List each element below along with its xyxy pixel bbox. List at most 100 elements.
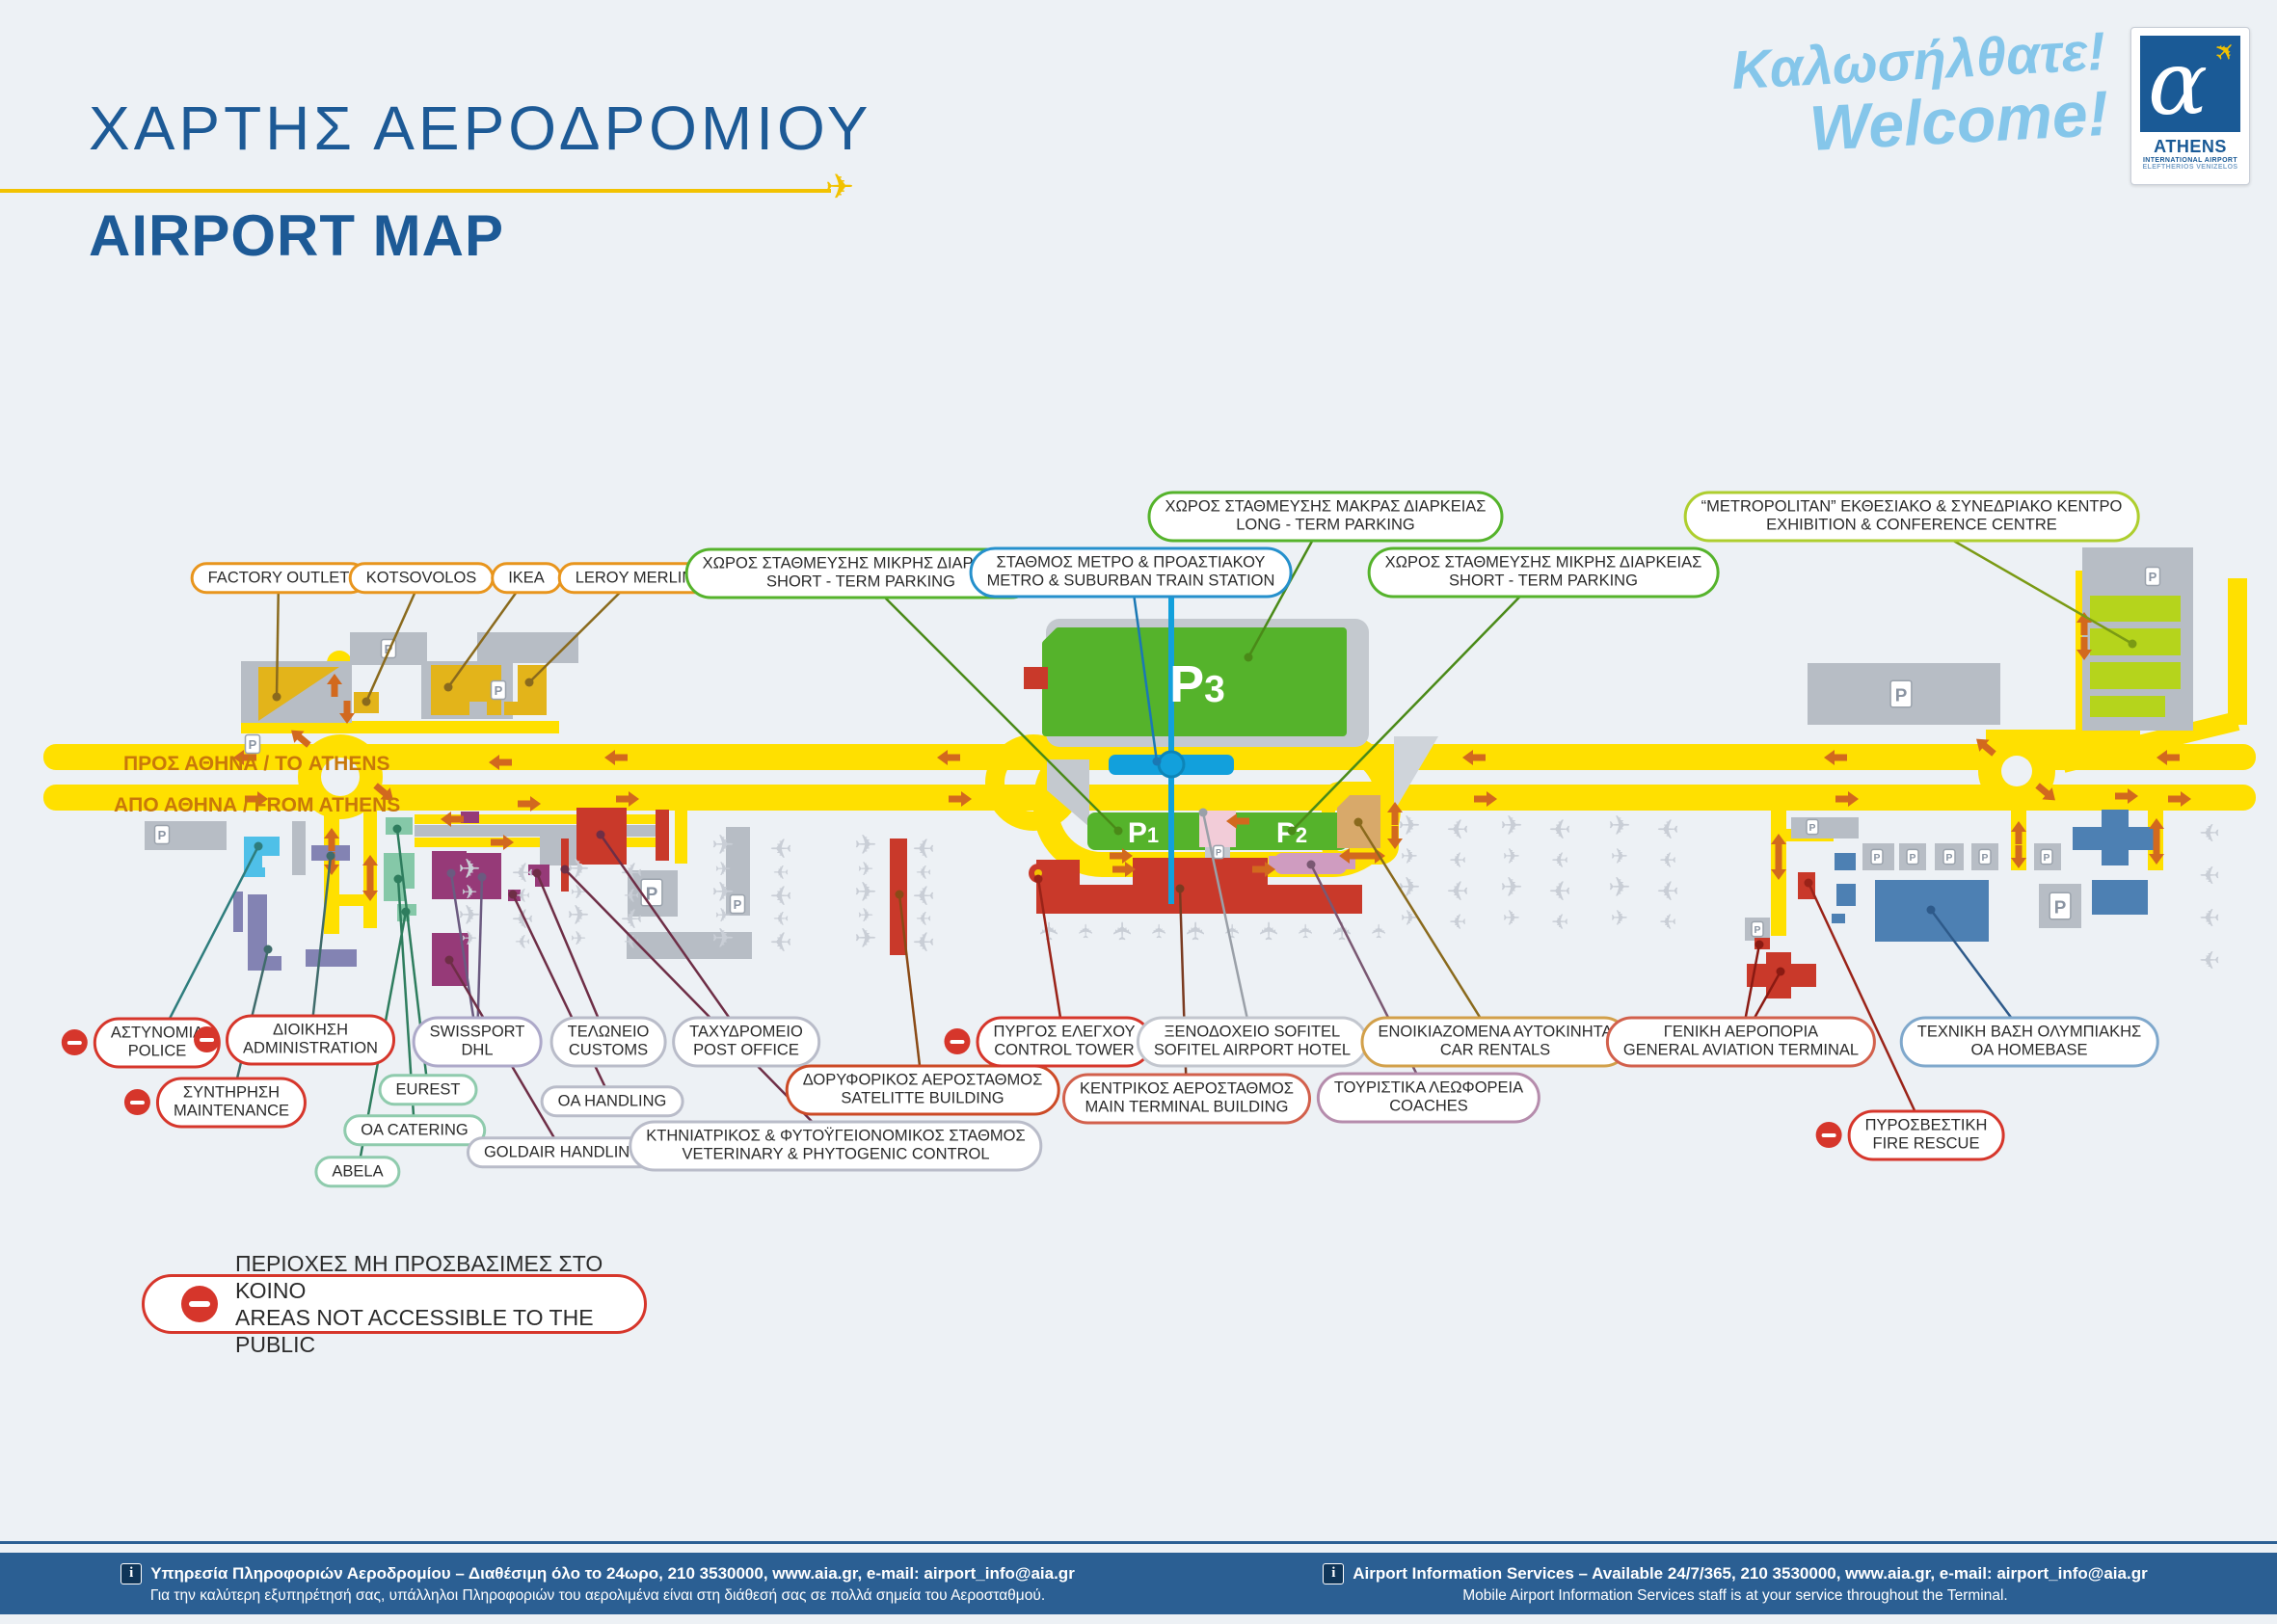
svg-text:✈: ✈ <box>1551 908 1568 932</box>
svg-text:✈: ✈ <box>1446 874 1468 906</box>
svg-text:P1: P1 <box>1128 817 1159 849</box>
svg-text:P: P <box>1982 853 1989 864</box>
svg-text:✈: ✈ <box>1401 845 1418 869</box>
svg-text:P: P <box>1946 853 1953 864</box>
svg-text:✈: ✈ <box>1075 923 1098 940</box>
svg-text:✈: ✈ <box>1221 923 1245 940</box>
svg-text:✈: ✈ <box>912 879 934 911</box>
road-network <box>43 571 2256 936</box>
svg-text:✈: ✈ <box>1611 845 1628 869</box>
svg-text:✈: ✈ <box>1551 846 1568 870</box>
svg-text:✈: ✈ <box>458 853 480 885</box>
svg-text:✈: ✈ <box>624 930 640 953</box>
svg-text:✈: ✈ <box>715 858 732 881</box>
info-icon: i <box>121 1562 143 1584</box>
svg-text:P: P <box>2044 853 2050 864</box>
svg-text:✈: ✈ <box>711 829 734 861</box>
svg-text:P: P <box>1755 925 1761 936</box>
svg-text:P: P <box>646 883 658 903</box>
svg-text:✈: ✈ <box>1148 923 1171 940</box>
svg-text:✈: ✈ <box>1503 907 1520 931</box>
logo-alpha-glyph: α <box>2148 36 2209 132</box>
svg-text:✈: ✈ <box>1036 920 1065 942</box>
svg-text:P: P <box>1809 823 1816 834</box>
logo-subtitle1: INTERNATIONAL AIRPORT <box>2142 157 2238 164</box>
svg-text:✈: ✈ <box>912 925 934 957</box>
svg-text:✈: ✈ <box>773 861 790 884</box>
svg-text:P: P <box>734 897 742 912</box>
athens-airport-logo: α ✈ ATHENS INTERNATIONAL AIRPORT ELEFTHE… <box>2130 27 2250 185</box>
svg-text:✈: ✈ <box>1398 871 1420 903</box>
svg-text:✈: ✈ <box>1398 810 1420 841</box>
svg-text:P2: P2 <box>1276 817 1307 849</box>
logo-subtitle2: ELEFTHERIOS VENIZELOS <box>2142 164 2238 171</box>
svg-text:✈: ✈ <box>1110 920 1138 942</box>
road-labels: ΠΡΟΣ ΑΘΗΝΑ / ΤΟ ATHENS ΑΠΟ ΑΘΗΝΑ / FROM A… <box>114 753 541 816</box>
traffic-arrows <box>233 612 2191 901</box>
svg-text:✈: ✈ <box>1183 920 1212 942</box>
svg-text:✈: ✈ <box>620 902 642 934</box>
svg-text:✈: ✈ <box>916 907 932 930</box>
svg-text:✈: ✈ <box>1446 812 1468 844</box>
footer-bar: i Υπηρεσία Πληροφοριών Αεροδρομίου – Δια… <box>0 1553 2277 1614</box>
svg-text:✈: ✈ <box>1608 810 1630 841</box>
svg-text:P: P <box>2149 570 2157 584</box>
svg-text:P: P <box>158 828 167 842</box>
svg-text:✈: ✈ <box>711 922 734 954</box>
footer-greek-block: i Υπηρεσία Πληροφοριών Αεροδρομίου – Δια… <box>58 1553 1138 1614</box>
footer-greek-line2: Για την καλύτερη εξυπηρέτησή σας, υπάλλη… <box>149 1586 1046 1604</box>
svg-text:✈: ✈ <box>1368 923 1391 940</box>
svg-text:✈: ✈ <box>1449 846 1466 870</box>
svg-text:✈: ✈ <box>1295 923 1318 940</box>
svg-text:✈: ✈ <box>2199 860 2220 889</box>
svg-text:✈: ✈ <box>515 930 531 953</box>
svg-text:✈: ✈ <box>1449 908 1466 932</box>
svg-text:✈: ✈ <box>773 907 790 930</box>
svg-text:✈: ✈ <box>854 829 876 861</box>
svg-text:✈: ✈ <box>567 899 589 931</box>
svg-text:P: P <box>1910 853 1916 864</box>
svg-text:✈: ✈ <box>1611 907 1628 931</box>
svg-text:✈: ✈ <box>462 927 478 950</box>
svg-text:✈: ✈ <box>1256 920 1285 942</box>
svg-text:✈: ✈ <box>1656 874 1678 906</box>
svg-text:✈: ✈ <box>458 899 480 931</box>
svg-text:P: P <box>1874 853 1881 864</box>
metro-line <box>1109 573 1234 904</box>
legend-greek: ΠΕΡΙΟΧΕΣ ΜΗ ΠΡΟΣΒΑΣΙΜΕΣ ΣΤΟ ΚΟΙΝΟ <box>235 1250 603 1303</box>
svg-text:✈: ✈ <box>1548 812 1570 844</box>
svg-text:P: P <box>2054 896 2067 917</box>
parking-badges: PPPPPPPPPPPPPPPPP <box>153 566 2161 938</box>
svg-text:✈: ✈ <box>769 925 791 957</box>
svg-text:✈: ✈ <box>769 879 791 911</box>
svg-text:P: P <box>1895 684 1908 705</box>
svg-text:✈: ✈ <box>1401 907 1418 931</box>
svg-text:✈: ✈ <box>1656 812 1678 844</box>
svg-text:P: P <box>249 737 257 752</box>
footer-greek-line1: Υπηρεσία Πληροφοριών Αεροδρομίου – Διαθέ… <box>150 1563 1075 1583</box>
svg-text:✈: ✈ <box>620 856 642 888</box>
svg-text:P: P <box>495 683 503 698</box>
svg-text:✈: ✈ <box>624 884 640 907</box>
svg-text:✈: ✈ <box>854 876 876 908</box>
svg-text:✈: ✈ <box>1500 871 1522 903</box>
title-underline <box>0 189 831 193</box>
svg-text:✈: ✈ <box>2199 902 2220 931</box>
svg-text:✈: ✈ <box>1659 908 1676 932</box>
svg-text:✈: ✈ <box>858 858 874 881</box>
logo-name: ATHENS <box>2154 137 2227 156</box>
svg-text:ΠΡΟΣ ΑΘΗΝΑ / ΤΟ ATHENS: ΠΡΟΣ ΑΘΗΝΑ / ΤΟ ATHENS <box>123 753 390 775</box>
svg-text:✈: ✈ <box>515 884 531 907</box>
footer-english-line2: Mobile Airport Information Services staf… <box>1462 1586 2008 1604</box>
svg-text:ΑΠΟ ΑΘΗΝΑ / FROM ATHENS: ΑΠΟ ΑΘΗΝΑ / FROM ATHENS <box>114 794 400 816</box>
svg-text:P: P <box>1216 848 1221 858</box>
svg-text:✈: ✈ <box>858 904 874 927</box>
footer-english-block: i Airport Information Services – Availab… <box>1253 1553 2217 1614</box>
svg-text:✈: ✈ <box>2199 817 2220 846</box>
svg-text:✈: ✈ <box>1608 871 1630 903</box>
svg-text:✈: ✈ <box>916 861 932 884</box>
aircraft-stands: ✈✈✈✈✈✈✈✈✈✈✈✈✈✈✈✈✈✈✈✈✈✈✈✈✈✈✈✈✈✈✈✈✈✈✈✈✈✈✈✈… <box>458 810 2220 973</box>
page-title-greek: ΧΑΡΤΗΣ ΑΕΡΟΔΡΟΜΙΟΥ <box>89 93 872 163</box>
